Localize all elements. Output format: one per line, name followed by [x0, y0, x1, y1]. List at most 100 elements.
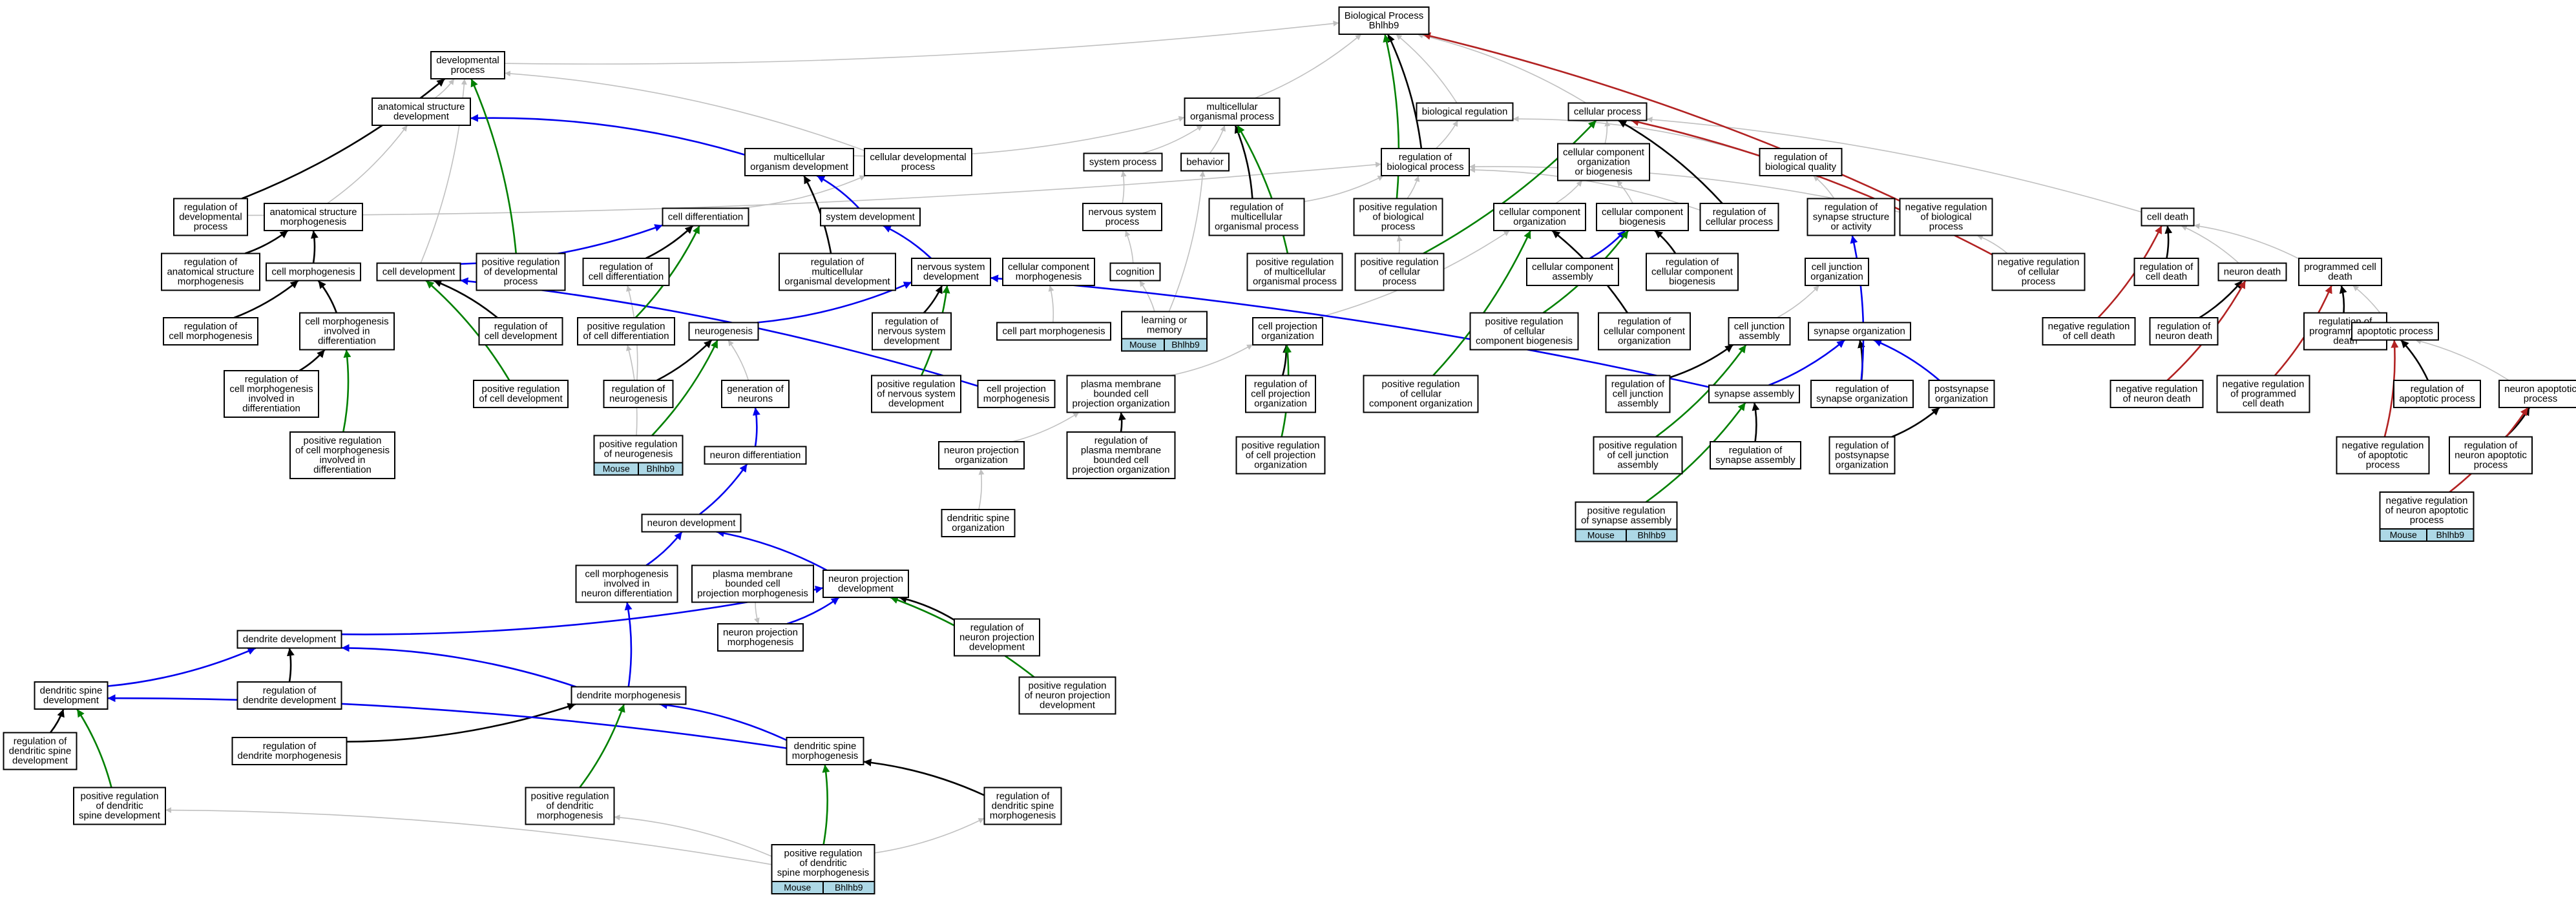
go-term-apoptotic[interactable]: apoptotic process — [2351, 322, 2439, 341]
go-term-sys-proc[interactable]: system process — [1083, 152, 1163, 172]
go-term-sys-dev[interactable]: system development — [820, 207, 921, 227]
go-term-neuron-death[interactable]: neuron death — [2217, 262, 2287, 282]
go-term-syn-assembly[interactable]: synapse assembly — [1708, 384, 1800, 404]
go-term-behavior[interactable]: behavior — [1180, 152, 1230, 172]
go-term-cell-part-morph[interactable]: cell part morphogenesis — [996, 322, 1111, 341]
go-term-cell-morph[interactable]: cell morphogenesis — [266, 262, 361, 282]
go-term-dendrite-dev[interactable]: dendrite development — [236, 630, 342, 649]
go-term-neuron-diff[interactable]: neuron differentiation — [704, 446, 807, 465]
go-term-cell-development[interactable]: cell development — [376, 262, 461, 282]
go-term-bio-reg[interactable]: biological regulation — [1416, 102, 1514, 121]
go-term-dendrite-morph[interactable]: dendrite morphogenesis — [571, 686, 687, 705]
go-term-neurogenesis[interactable]: neurogenesis — [688, 322, 759, 341]
go-term-cognition[interactable]: cognition — [1109, 262, 1161, 282]
go-term-neuron-dev[interactable]: neuron development — [641, 513, 742, 533]
go-term-cell-proc[interactable]: cellular process — [1567, 102, 1648, 121]
